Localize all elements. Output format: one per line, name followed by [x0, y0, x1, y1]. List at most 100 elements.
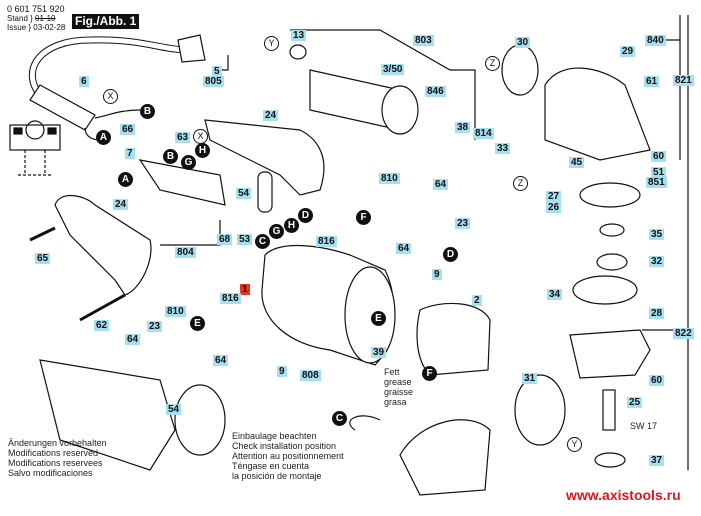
- connector-f: F: [356, 210, 371, 225]
- connector-b-switch: B: [163, 149, 178, 164]
- part-label-9-right[interactable]: 9: [432, 269, 442, 280]
- connector-b: B: [140, 104, 155, 119]
- part-label-54[interactable]: 54: [236, 188, 252, 199]
- part-label-2[interactable]: 2: [472, 295, 482, 306]
- part-label-64-left[interactable]: 64: [125, 334, 141, 345]
- connector-g: G: [181, 155, 196, 170]
- note-line: graisse: [384, 387, 414, 397]
- revision-info: Stand } 01-10 Issue } 03-02-28: [7, 14, 66, 32]
- note-line: grasa: [384, 397, 407, 407]
- connector-h-lower: H: [284, 218, 299, 233]
- part-label-39[interactable]: 39: [371, 347, 387, 358]
- part-label-26[interactable]: 26: [546, 202, 562, 213]
- part-label-45[interactable]: 45: [569, 157, 585, 168]
- part-label-60-bottom[interactable]: 60: [649, 375, 665, 386]
- stand-label: Stand: [7, 14, 28, 23]
- part-label-24-top[interactable]: 24: [263, 110, 279, 121]
- part-label-54-cutaway[interactable]: 54: [166, 404, 182, 415]
- part-label-33[interactable]: 33: [495, 143, 511, 154]
- part-label-27[interactable]: 27: [546, 191, 562, 202]
- part-label-7[interactable]: 7: [125, 148, 135, 159]
- wrench-size-note: SW 17: [630, 421, 658, 431]
- connector-c-right: C: [332, 411, 347, 426]
- part-label-23-left[interactable]: 23: [147, 321, 163, 332]
- part-label-840[interactable]: 840: [645, 35, 666, 46]
- watermark-url[interactable]: www.axistools.ru: [566, 487, 681, 503]
- connector-e: E: [190, 316, 205, 331]
- part-label-23-right[interactable]: 23: [455, 218, 471, 229]
- part-label-5[interactable]: 5: [212, 66, 222, 77]
- grease-note: Fett grease graisse grasa: [384, 367, 413, 407]
- part-label-821[interactable]: 821: [673, 75, 694, 86]
- issue-date: 03-02-28: [33, 23, 66, 32]
- part-label-30[interactable]: 30: [515, 37, 531, 48]
- side-handle: [54, 195, 152, 296]
- connector-z-gear: Z: [485, 56, 500, 71]
- part-number: 0 601 751 920: [7, 4, 65, 14]
- connector-x-handle: X: [193, 129, 208, 144]
- part-label-60-top[interactable]: 60: [651, 151, 667, 162]
- part-label-37[interactable]: 37: [649, 455, 665, 466]
- part-label-53[interactable]: 53: [237, 234, 253, 245]
- part-label-51[interactable]: 51: [651, 167, 667, 178]
- part-label-24-side[interactable]: 24: [113, 199, 129, 210]
- part-label-846[interactable]: 846: [425, 86, 446, 97]
- part-label-803[interactable]: 803: [413, 35, 434, 46]
- part-label-810-right[interactable]: 810: [379, 173, 400, 184]
- part-label-814[interactable]: 814: [473, 128, 494, 139]
- connector-a-switch: A: [118, 172, 133, 187]
- part-label-63[interactable]: 63: [175, 132, 191, 143]
- bevel-gear-30: [501, 44, 539, 96]
- part-label-6[interactable]: 6: [79, 76, 89, 87]
- part-label-61[interactable]: 61: [644, 76, 660, 87]
- switch-body: [138, 159, 226, 206]
- part-label-68[interactable]: 68: [217, 234, 233, 245]
- part-label-13[interactable]: 13: [291, 30, 307, 41]
- part-label-805[interactable]: 805: [203, 76, 224, 87]
- part-label-810-left[interactable]: 810: [165, 306, 186, 317]
- part-label-31[interactable]: 31: [522, 373, 538, 384]
- connector-a: A: [96, 130, 111, 145]
- note-line: Modifications reserved: [8, 448, 99, 458]
- plug: [177, 34, 206, 63]
- part-label-1-highlighted[interactable]: 1: [240, 284, 250, 295]
- part-label-64-mid[interactable]: 64: [213, 355, 229, 366]
- part-label-64-right[interactable]: 64: [396, 243, 412, 254]
- part-label-35[interactable]: 35: [649, 229, 665, 240]
- part-label-65[interactable]: 65: [35, 253, 51, 264]
- part-label-25[interactable]: 25: [627, 397, 643, 408]
- connector-h: H: [195, 143, 210, 158]
- part-label-32[interactable]: 32: [649, 256, 665, 267]
- installation-note: Einbaulage beachten Check installation p…: [232, 431, 344, 481]
- handle-housing: [204, 119, 325, 196]
- part-label-816-right[interactable]: 816: [316, 236, 337, 247]
- part-label-3-50[interactable]: 3/50: [381, 64, 405, 75]
- issue-label: Issue: [7, 23, 27, 32]
- part-label-822[interactable]: 822: [673, 328, 694, 339]
- note-line: Salvo modificaciones: [8, 468, 93, 478]
- note-line: Check installation position: [232, 441, 337, 451]
- gear-housing: [544, 67, 651, 161]
- part-label-62[interactable]: 62: [94, 320, 110, 331]
- part-label-34[interactable]: 34: [547, 289, 563, 300]
- connector-c: C: [255, 234, 270, 249]
- part-label-851[interactable]: 851: [646, 177, 667, 188]
- part-label-804[interactable]: 804: [175, 247, 196, 258]
- figure-title: Fig./Abb. 1: [72, 14, 140, 29]
- connector-g-lower: G: [269, 224, 284, 239]
- part-label-29[interactable]: 29: [620, 46, 636, 57]
- part-label-66[interactable]: 66: [120, 124, 136, 135]
- crown-gear-26: [579, 182, 641, 208]
- note-line: Einbaulage beachten: [232, 431, 317, 441]
- field-stator: [416, 302, 491, 376]
- part-label-38[interactable]: 38: [455, 122, 471, 133]
- note-line: Änderungen vorbehalten: [8, 438, 107, 448]
- part-label-816-left[interactable]: 816: [220, 293, 241, 304]
- wiring-schematic: [9, 124, 61, 151]
- part-label-9-left[interactable]: 9: [277, 366, 287, 377]
- part-label-808[interactable]: 808: [300, 370, 321, 381]
- part-label-64-right-top[interactable]: 64: [433, 179, 449, 190]
- note-line: Téngase en cuenta: [232, 461, 310, 471]
- part-label-28[interactable]: 28: [649, 308, 665, 319]
